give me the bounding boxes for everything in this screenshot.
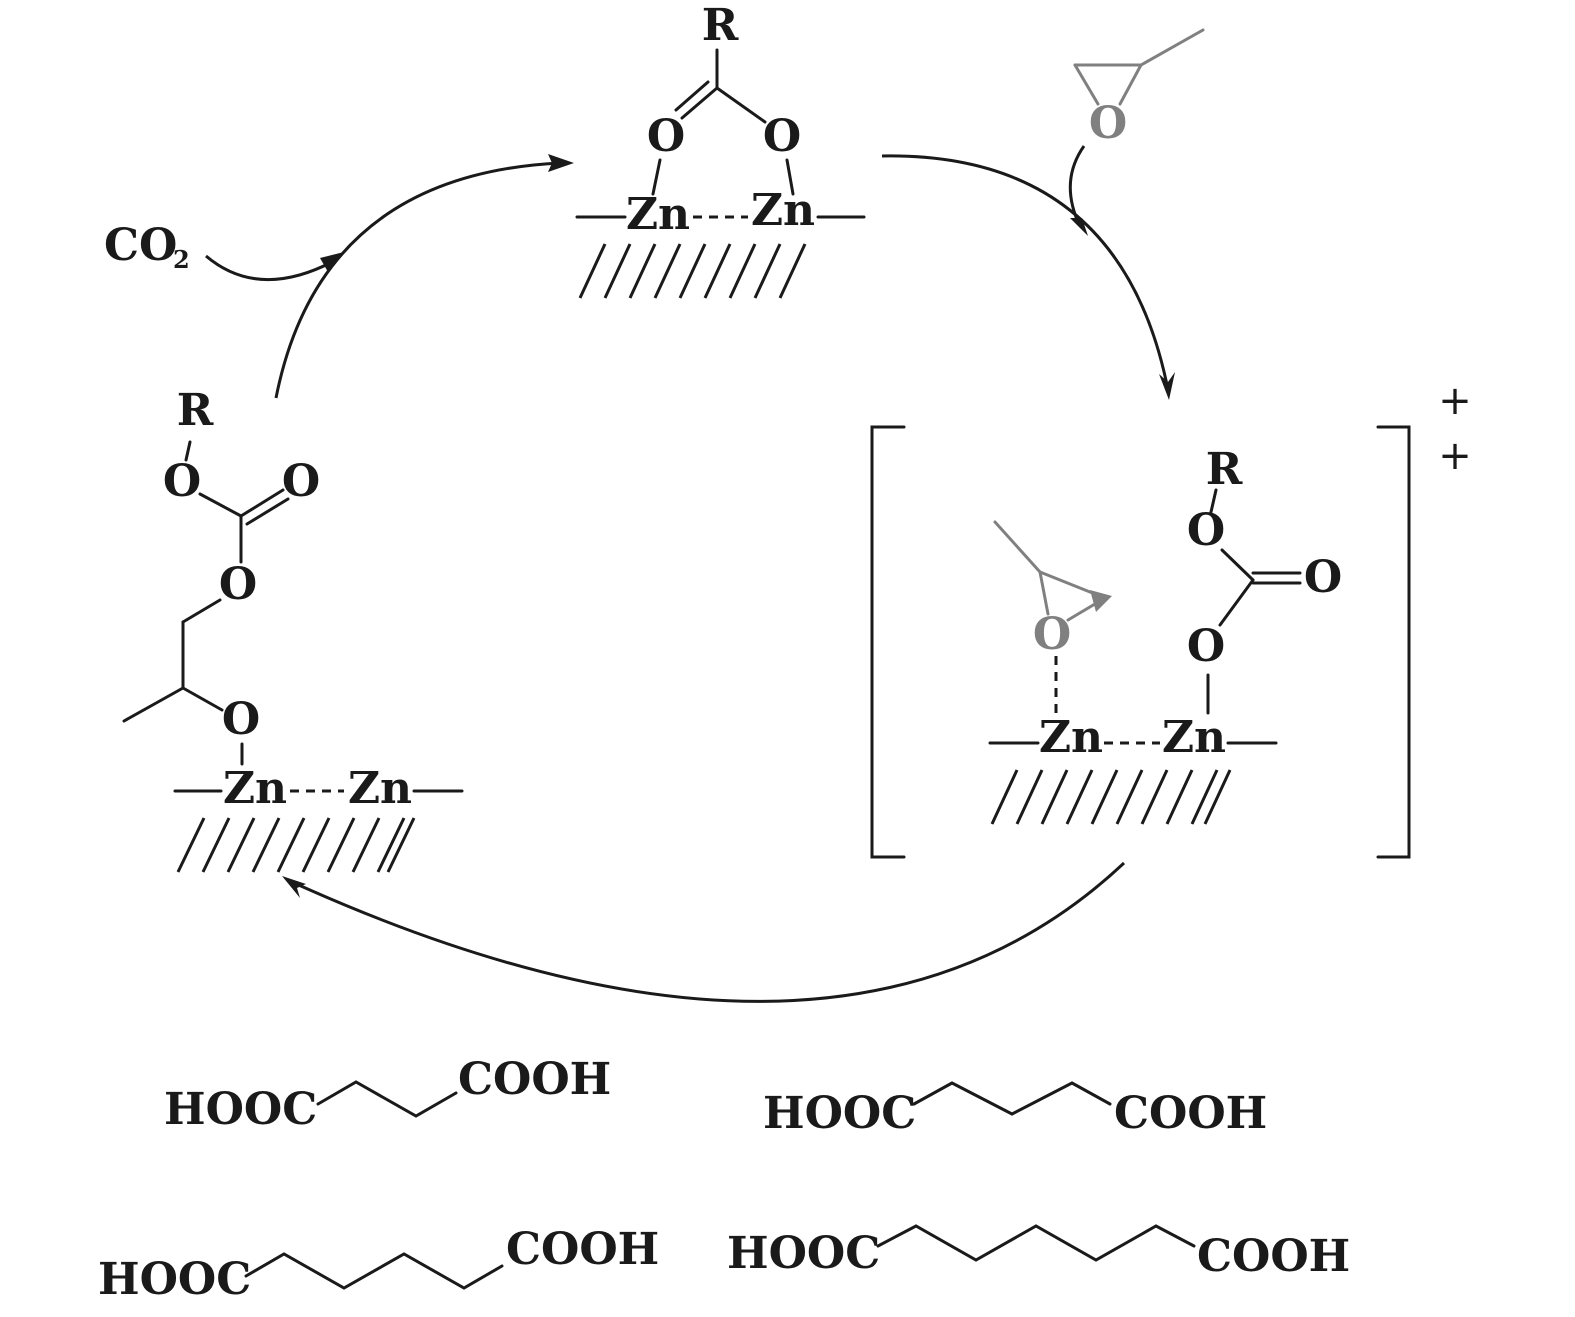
charge-plus-1: + (1438, 378, 1472, 424)
arrow-right-to-left (291, 861, 1126, 1003)
top-zn-left: Zn (626, 189, 690, 240)
top-co-left (680, 86, 719, 120)
charge-plus-2: + (1438, 433, 1472, 479)
top-o-right: O (763, 111, 801, 162)
diacid-succinic: HOOC COOH (164, 1054, 611, 1135)
right-zn-left: Zn (1039, 712, 1103, 763)
diacid-4-left: HOOC (727, 1228, 880, 1279)
left-surface-hatch (176, 817, 416, 873)
diacid-1-left: HOOC (164, 1084, 317, 1135)
left-ch-o (181, 686, 224, 712)
left-o-bound: O (222, 694, 260, 745)
top-zn-right: Zn (751, 185, 815, 236)
left-o-chain: O (219, 559, 257, 610)
co2-reagent: CO 2 (104, 220, 344, 281)
left-r-bond (184, 440, 192, 462)
diacid-3-left: HOOC (98, 1254, 251, 1305)
top-surface-hatch (578, 243, 807, 299)
diacid-4-chain (876, 1224, 1196, 1262)
left-carbonyl-2 (245, 497, 290, 526)
coord-epoxide-o: O (1033, 609, 1071, 660)
arrow-left-to-top-head (548, 154, 574, 172)
arrow-top-to-right-head (1159, 372, 1175, 400)
right-co-lower (1218, 578, 1255, 627)
epoxide-co-right (1118, 63, 1143, 106)
left-zn-left: Zn (223, 763, 287, 814)
right-transition-state: + + O R O O O Zn Zn (870, 378, 1472, 859)
left-o-carbonyl: O (282, 456, 320, 507)
arrow-right-to-left-head (282, 876, 306, 898)
arrow-left-to-top (274, 161, 561, 399)
diacid-3-right: COOH (506, 1224, 659, 1275)
coord-epoxide-co-right (1066, 596, 1107, 622)
co2-label: CO (104, 220, 177, 271)
right-o-ester: O (1187, 505, 1225, 556)
diacid-4-right: COOH (1197, 1231, 1350, 1282)
top-zinc-carboxylate: R O O Zn Zn (575, 0, 866, 299)
right-r-label: R (1206, 444, 1243, 495)
left-r-label: R (177, 385, 214, 436)
top-o-left: O (647, 111, 685, 162)
coord-epoxide-co-left (1038, 570, 1050, 616)
diacid-2-left: HOOC (763, 1088, 916, 1139)
left-ch-methyl (122, 686, 185, 723)
left-carbonyl-1 (239, 488, 285, 518)
left-o-ester: O (163, 456, 201, 507)
diacid-glutaric: HOOC COOH (763, 1081, 1267, 1139)
left-oc-bond (198, 492, 243, 518)
co2-subscript: 2 (173, 245, 190, 274)
right-o-carbonyl: O (1304, 552, 1342, 603)
top-co-right (715, 86, 767, 124)
diacid-adipic: HOOC COOH (98, 1224, 659, 1305)
epoxide-o: O (1089, 98, 1127, 149)
epoxide-methyl (1139, 28, 1205, 67)
diacid-2-right: COOH (1114, 1088, 1267, 1139)
bracket-left (870, 425, 906, 859)
left-zn-right: Zn (348, 763, 412, 814)
left-o-ch2 (181, 598, 222, 624)
top-ozn-left (651, 158, 662, 196)
left-zinc-alkoxide: R O O O O Zn Zn (122, 385, 464, 873)
top-ozn-right (785, 158, 795, 196)
diacid-pimelic: HOOC COOH (727, 1224, 1350, 1282)
top-co-double (674, 80, 710, 112)
right-oc-bond (1220, 548, 1255, 582)
diacid-1-right: COOH (458, 1054, 611, 1105)
right-surface-hatch (990, 769, 1232, 825)
co2-entry-curve (205, 254, 333, 281)
right-o-bound: O (1187, 621, 1225, 672)
right-r-bond (1209, 488, 1218, 514)
bracket-right (1376, 425, 1411, 859)
top-r-label: R (702, 0, 739, 51)
epoxide-entry-arrowhead (1070, 218, 1088, 236)
diacid-1-chain (316, 1080, 458, 1118)
right-zn-right: Zn (1162, 712, 1226, 763)
epoxide-co-left (1073, 63, 1100, 106)
propylene-oxide-reagent: O (1068, 28, 1205, 236)
diacid-2-chain (912, 1081, 1112, 1116)
coord-epoxide-methyl (993, 520, 1042, 574)
diacid-3-chain (244, 1252, 504, 1290)
arrow-top-to-right (881, 154, 1169, 386)
